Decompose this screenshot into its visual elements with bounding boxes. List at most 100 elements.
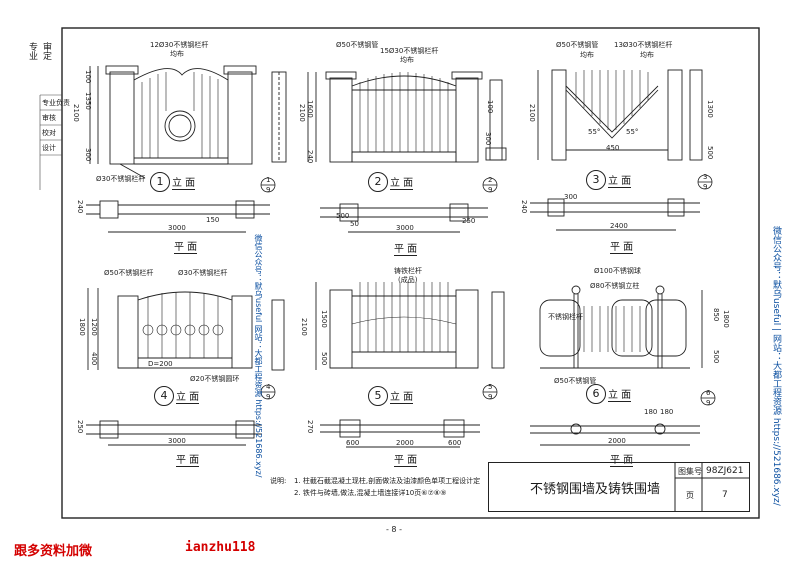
figure-1-number: 1 [150,172,170,192]
figure-2-number: 2 [368,172,388,192]
fig3-dim-height: 2100 [528,104,536,122]
fig4-callout-rail: Ø30不锈钢栏杆 [178,269,228,277]
figure-5-plan [320,419,480,448]
fig1-dim-height: 2100 [72,104,80,122]
fig4-dim-span: 3000 [168,437,186,445]
fig5-dim-wall: 270 [306,420,314,434]
fig1-callout-rails: 12Ø30不锈钢栏杆 [150,41,209,49]
fig3-dim-rail-height: 1300 [706,100,714,118]
figure-2-plan-label: 平 面 [394,240,418,256]
figure-6-elevation-label: 立 面 [608,386,632,402]
fig5-dim-post-right: 600 [448,439,462,447]
fig2-callout-pipe: Ø50不锈钢管 [336,41,379,49]
fig6-callout-pipe: Ø50不锈钢管 [554,377,597,385]
fig5-callout-finished: (成品) [398,276,418,284]
figure-6-number: 6 [586,384,606,404]
atlas-no: 98ZJ621 [706,466,744,476]
fig5-dim-post-left: 600 [346,439,360,447]
fig5-callout-castiron: 铸铁栏杆 [394,267,422,275]
fig6-callout-rail: 不锈钢栏杆 [548,313,583,321]
figure-3-number: 3 [586,170,606,190]
fig4-dim-base: 400 [90,352,98,366]
fig5-dim-base: 500 [320,352,328,366]
figure-4-elevation-label: 立 面 [176,388,200,404]
fig4-dim-rail-height: 1200 [90,318,98,336]
fig2-dim-250: 250 [462,217,476,225]
fig1-dim-top: 100 [84,70,92,84]
fig1-dim-span: 3000 [168,224,186,232]
fig4-dim-height: 1800 [78,318,86,336]
fig6-dim-rail-height: 850 [712,308,720,322]
fig6-dim-base: 500 [712,350,720,364]
fig3-dim-bottom: 450 [606,144,620,152]
fig2-dim-500: 500 [336,212,350,220]
page-no-label: 页 [686,491,694,500]
fig3-callout-even-1: 均布 [580,51,594,59]
watermark-red-right: ianzhu118 [185,540,256,555]
margin-signature-1: 专业 [27,42,37,60]
fig4-callout-top-rail: Ø50不锈钢栏杆 [104,269,154,277]
fig5-dim-height: 2100 [300,318,308,336]
figure-3-plan [530,198,700,231]
fig3-dim-span: 2400 [610,222,628,230]
fig4-detail-no: 4 [266,383,271,391]
margin-row-4: 设计 [42,144,56,152]
fig1-detail-no: 1 [266,176,271,184]
fig2-detail-no: 2 [488,176,493,184]
fig6-dim-height: 1800 [722,310,730,328]
figure-1-plan [86,200,270,233]
figure-2-plan [320,203,488,233]
fig2-callout-even: 均布 [400,56,414,64]
detail-callouts [260,174,716,406]
fig1-callout-rail: Ø30不锈钢栏杆 [96,175,146,183]
fig4-detail-sheet: 9 [266,393,271,401]
notes-line-1: 1. 柱截石截混凝土现柱,剖面做法及油漆颜色单项工程设计定 [294,477,481,485]
fig1-dim-base: 300 [84,148,92,162]
fig2-dim-span: 3000 [396,224,414,232]
fig5-detail-sheet: 9 [488,393,493,401]
figure-3-elevation [537,69,703,161]
figure-4-plan-label: 平 面 [176,451,200,467]
atlas-no-label: 图集号 [678,467,702,476]
margin-row-3: 校对 [42,129,56,137]
drawing-title: 不锈钢围墙及铸铁围墙 [530,482,661,497]
page-number: - 8 - [386,525,402,534]
figure-4-elevation [87,288,285,371]
watermark-blue-right: 微信公众号：默乌useful | 网站：大都工程资源 https://52168… [771,226,781,506]
fig6-dim-180-left: 180 [644,408,658,416]
figure-4-plan [86,420,262,446]
figure-1-plan-label: 平 面 [174,238,198,254]
fig1-callout-even: 均布 [170,50,184,58]
fig6-dim-span: 2000 [608,437,626,445]
fig3-callout-pipe: Ø50不锈钢管 [556,41,599,49]
fig3-dim-base: 500 [706,146,714,160]
figure-6-plan [530,423,700,446]
fig5-dim-span: 2000 [396,439,414,447]
fig6-detail-no: 6 [706,389,711,397]
margin-signature-2: 审定 [41,42,51,60]
fig1-dim-rail-height: 1350 [84,92,92,110]
fig4-callout-ring-dia: D=200 [148,360,173,368]
fig6-detail-sheet: 9 [706,399,711,407]
fig4-dim-wall: 250 [76,420,84,434]
fig3-callout-even-2: 均布 [640,51,654,59]
margin-row-2: 审核 [42,114,56,122]
fig2-dim-base: 240 [306,150,314,164]
fig2-dim-50: 50 [350,220,359,228]
figure-2-elevation [307,71,507,163]
watermark-red-left: 跟多资料加微 [14,544,93,559]
fig2-detail-sheet: 9 [488,186,493,194]
figure-1-elevation [89,65,287,179]
fig6-callout-post: Ø80不锈钢立柱 [590,282,640,290]
fig4-callout-ring: Ø20不锈钢圆环 [190,375,240,383]
title-block [488,462,750,512]
figure-5-elevation [315,282,505,370]
figure-6-plan-label: 平 面 [610,451,634,467]
fig3-callout-rails: 13Ø30不锈钢栏杆 [614,41,673,49]
figure-5-plan-label: 平 面 [394,451,418,467]
figure-5-number: 5 [368,386,388,406]
figure-4-number: 4 [154,386,174,406]
fig3-detail-no: 3 [703,173,708,181]
fig6-dim-180-right: 180 [660,408,674,416]
notes-label: 说明: [270,477,287,485]
